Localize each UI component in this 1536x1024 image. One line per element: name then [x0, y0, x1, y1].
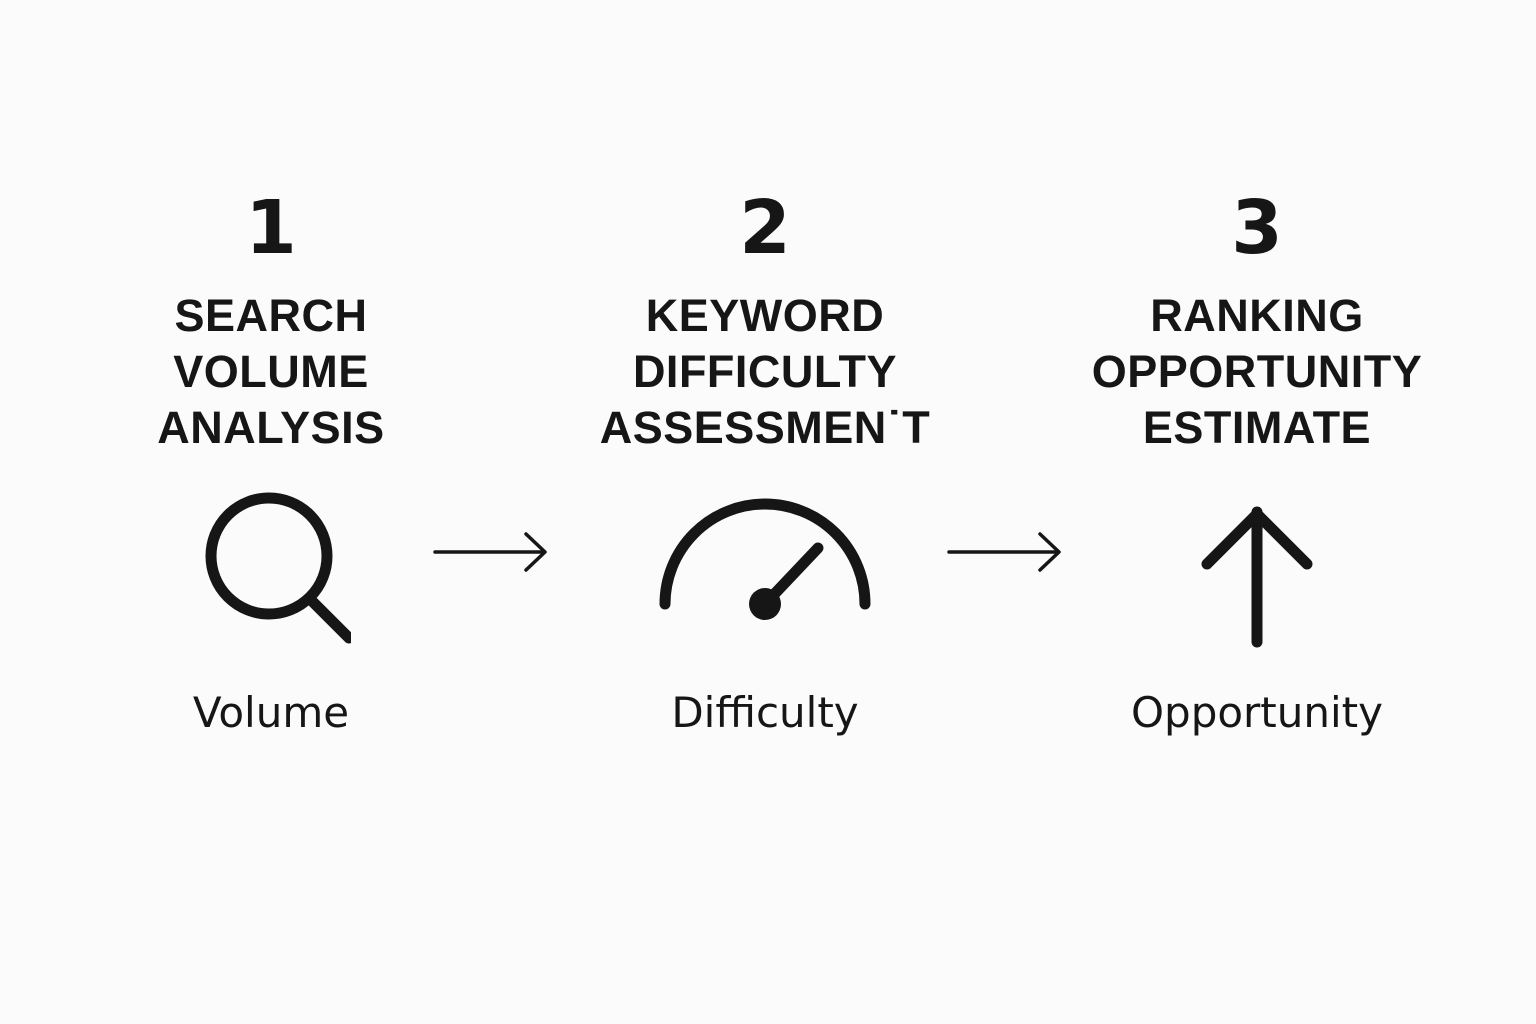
arrow-right-icon: [433, 532, 547, 572]
step-title-line: SEARCH: [174, 290, 368, 341]
step-title-line: RANKING: [1150, 290, 1364, 341]
step-title-line: ASSESSMEN˙T: [599, 402, 931, 453]
step-number: 1: [245, 185, 297, 271]
step-volume: 1 SEARCH VOLUME ANALYSIS Volume: [51, 0, 491, 1024]
step-number: 3: [1231, 185, 1283, 271]
gauge-icon: [659, 498, 871, 620]
step-title-line: DIFFICULTY: [632, 346, 898, 397]
step-title-line: OPPORTUNITY: [1091, 346, 1423, 397]
step-title-line: KEYWORD: [645, 290, 885, 341]
step-title-line: ESTIMATE: [1142, 402, 1372, 453]
step-title: KEYWORD DIFFICULTY ASSESSMEN˙T: [545, 288, 985, 456]
step-caption: Volume: [192, 688, 350, 737]
step-opportunity: 3 RANKING OPPORTUNITY ESTIMATE Opportuni…: [1037, 0, 1477, 1024]
step-difficulty: 2 KEYWORD DIFFICULTY ASSESSMEN˙T Difficu…: [545, 0, 985, 1024]
step-title-line: VOLUME: [173, 346, 369, 397]
step-number: 2: [739, 185, 791, 271]
step-title: RANKING OPPORTUNITY ESTIMATE: [1037, 288, 1477, 456]
magnifying-glass-icon: [205, 492, 351, 644]
arrow-right-icon: [947, 532, 1061, 572]
step-title-line: ANALYSIS: [157, 402, 385, 453]
step-caption: Difficulty: [671, 688, 859, 737]
step-title: SEARCH VOLUME ANALYSIS: [51, 288, 491, 456]
step-caption: Opportunity: [1130, 688, 1384, 737]
arrow-up-icon: [1201, 506, 1313, 648]
